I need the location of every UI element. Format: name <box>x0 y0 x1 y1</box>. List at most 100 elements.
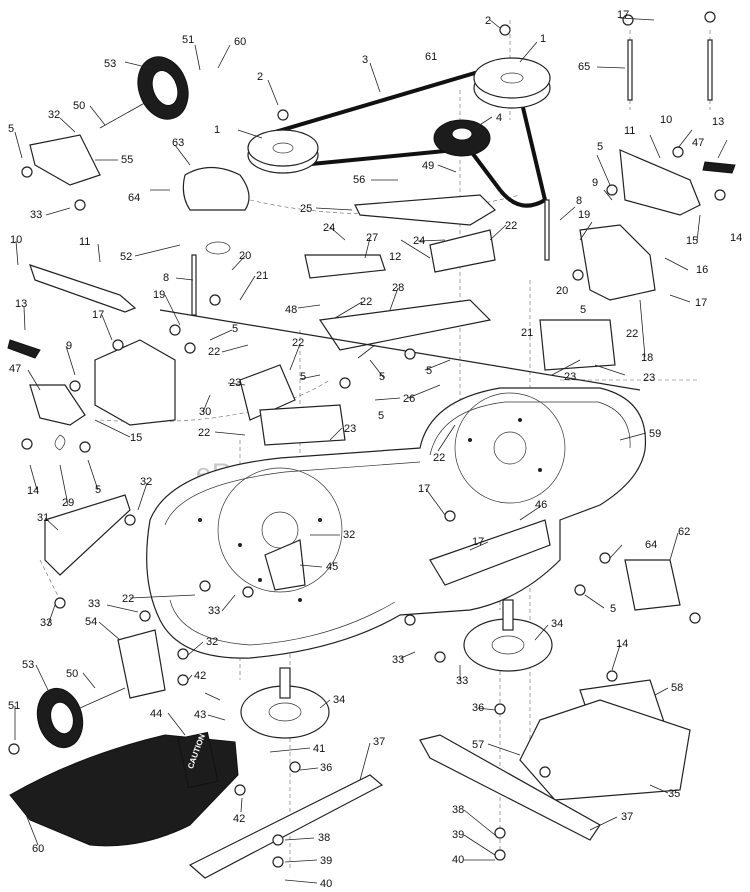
callout-20: 20 <box>556 285 568 297</box>
callout-47: 47 <box>692 137 704 149</box>
callout-15: 15 <box>130 432 142 444</box>
callout-36: 36 <box>320 762 332 774</box>
callout-20: 20 <box>239 250 251 262</box>
callout-42: 42 <box>194 670 206 682</box>
callout-64: 64 <box>645 539 657 551</box>
callout-17: 17 <box>92 309 104 321</box>
callout-41: 41 <box>313 743 325 755</box>
callout-40: 40 <box>320 878 332 890</box>
callout-22: 22 <box>505 220 517 232</box>
callout-19: 19 <box>153 289 165 301</box>
callout-56: 56 <box>353 174 365 186</box>
callout-22: 22 <box>433 452 445 464</box>
callout-29: 29 <box>62 497 74 509</box>
callout-5: 5 <box>378 410 384 422</box>
callout-21: 21 <box>256 270 268 282</box>
callout-61: 61 <box>425 51 437 63</box>
callout-48: 48 <box>285 304 297 316</box>
callout-13: 13 <box>712 116 724 128</box>
callout-27: 27 <box>366 232 378 244</box>
callout-33: 33 <box>392 654 404 666</box>
callout-1-left-pulley: 1 <box>214 124 220 136</box>
callout-5: 5 <box>426 365 432 377</box>
callout-59: 59 <box>649 428 661 440</box>
callout-65: 65 <box>578 61 590 73</box>
callout-13: 13 <box>15 298 27 310</box>
callout-52: 52 <box>120 251 132 263</box>
right-pulley <box>473 57 551 109</box>
callout-39: 39 <box>320 855 332 867</box>
callout-49: 49 <box>422 160 434 172</box>
callout-43: 43 <box>194 709 206 721</box>
callout-5: 5 <box>232 323 238 335</box>
callout-22: 22 <box>626 328 638 340</box>
callout-33: 33 <box>40 617 52 629</box>
belt-guard <box>182 166 250 211</box>
callout-10: 10 <box>10 234 22 246</box>
callout-5: 5 <box>610 603 616 615</box>
callout-11: 11 <box>79 236 90 248</box>
callout-16: 16 <box>696 264 708 276</box>
callout-23: 23 <box>229 377 241 389</box>
callout-40: 40 <box>452 854 464 866</box>
callout-28: 28 <box>392 282 404 294</box>
callout-33: 33 <box>30 209 42 221</box>
upper-gauge-wheel <box>99 56 189 129</box>
callout-32: 32 <box>343 529 355 541</box>
callout-50: 50 <box>73 100 85 112</box>
callout-21: 21 <box>521 327 533 339</box>
callout-32: 32 <box>48 109 60 121</box>
callout-23: 23 <box>564 371 576 383</box>
callout-2-left: 2 <box>257 71 263 83</box>
callout-33: 33 <box>208 605 220 617</box>
callout-47: 47 <box>9 363 21 375</box>
callout-51: 51 <box>8 700 20 712</box>
callout-11: 11 <box>624 125 635 137</box>
callout-60: 60 <box>234 36 246 48</box>
callout-44: 44 <box>150 708 162 720</box>
callout-55: 55 <box>121 154 133 166</box>
callout-22: 22 <box>198 427 210 439</box>
lower-gauge-wheel <box>36 687 126 749</box>
callout-1-right-pulley: 1 <box>540 33 546 45</box>
callout-37: 37 <box>621 811 633 823</box>
callout-42: 42 <box>233 813 245 825</box>
callout-24: 24 <box>323 222 335 234</box>
callout-33: 33 <box>88 598 100 610</box>
callout-19: 19 <box>578 209 590 221</box>
deck-brackets <box>29 134 701 801</box>
callout-10: 10 <box>660 114 672 126</box>
callout-26: 26 <box>403 393 415 405</box>
callout-17: 17 <box>472 536 484 548</box>
callout-5: 5 <box>597 141 603 153</box>
callout-22: 22 <box>360 296 372 308</box>
callout-5: 5 <box>300 371 306 383</box>
callout-labels: 1 1 2 2 3 4 5 5 5 5 5 5 5 5 5 5 8 8 9 9 … <box>8 9 742 890</box>
callout-46: 46 <box>535 499 547 511</box>
callout-30: 30 <box>199 406 211 418</box>
callout-63: 63 <box>172 137 184 149</box>
callout-64: 64 <box>128 192 140 204</box>
left-blade <box>188 774 384 879</box>
callout-17: 17 <box>418 483 430 495</box>
callout-22: 22 <box>292 337 304 349</box>
callout-14: 14 <box>730 232 742 244</box>
callout-2-top: 2 <box>485 15 491 27</box>
callout-62: 62 <box>678 526 690 538</box>
callout-17: 17 <box>695 297 707 309</box>
callout-53: 53 <box>22 659 34 671</box>
callout-53: 53 <box>104 58 116 70</box>
right-spindle <box>463 599 553 672</box>
callout-9: 9 <box>66 340 72 352</box>
mower-deck-housing <box>146 387 647 659</box>
callout-57: 57 <box>472 739 484 751</box>
callout-50: 50 <box>66 668 78 680</box>
callout-22: 22 <box>208 346 220 358</box>
callout-9: 9 <box>592 177 598 189</box>
callout-51: 51 <box>182 34 194 46</box>
callout-5: 5 <box>379 371 385 383</box>
callout-35: 35 <box>668 788 680 800</box>
callout-38: 38 <box>452 804 464 816</box>
